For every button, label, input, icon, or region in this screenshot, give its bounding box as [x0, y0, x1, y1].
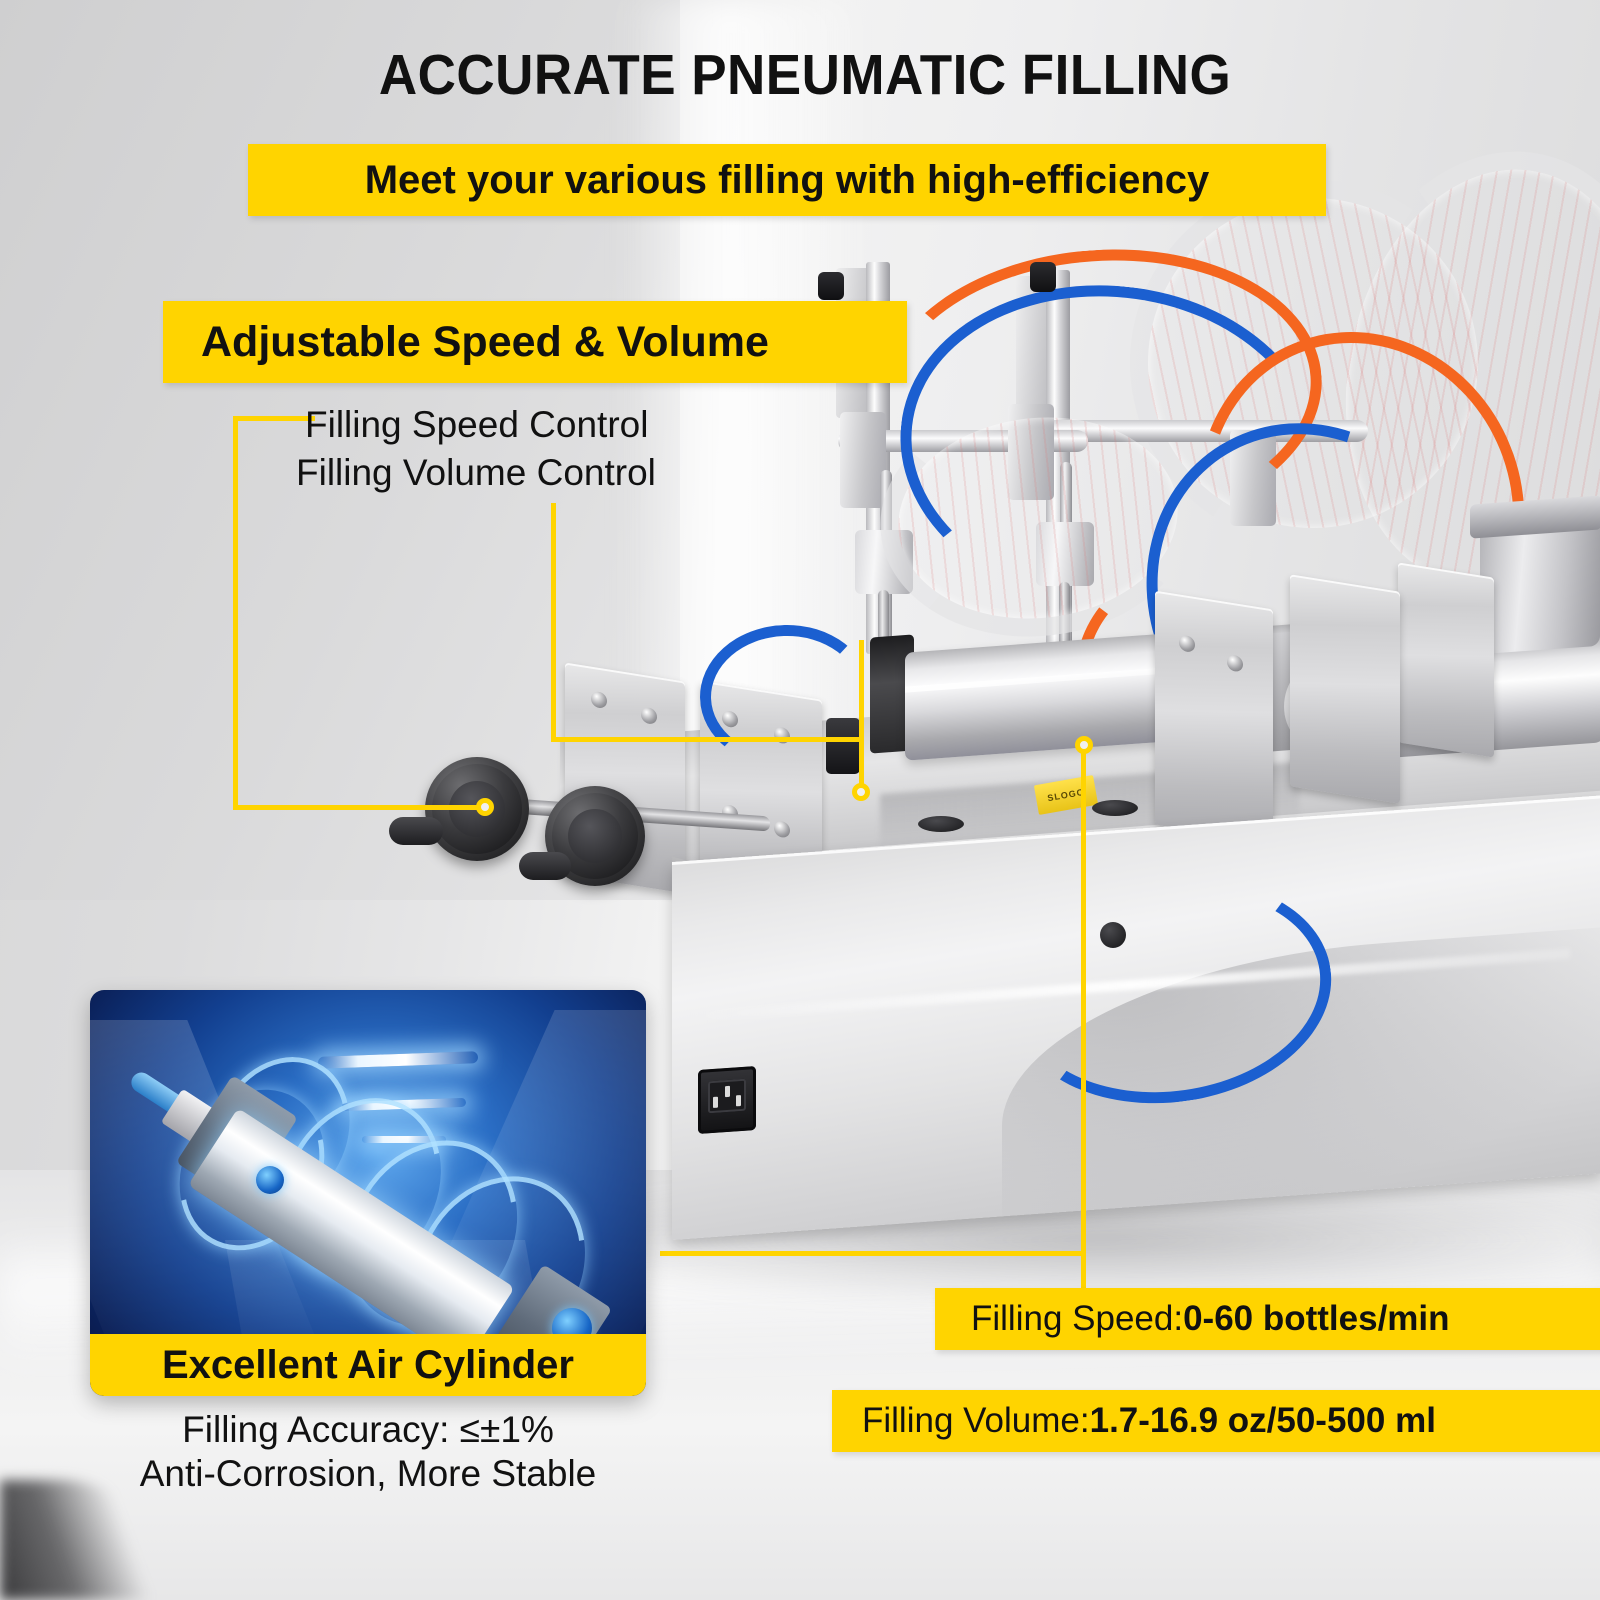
nozzle-tip-2 [1059, 582, 1070, 678]
air-cylinder-inset-image [90, 990, 646, 1396]
block-screw [1227, 654, 1243, 673]
leader-volume-drop [859, 742, 864, 790]
inset-subtext-line2: Anti-Corrosion, More Stable [139, 1453, 597, 1495]
callout-filling-speed-control: Filling Speed Control [305, 404, 649, 445]
power-inlet-opening [708, 1078, 746, 1114]
inset-caption: Excellent Air Cylinder [90, 1334, 646, 1396]
block-screw [1179, 634, 1195, 653]
knob-hub [568, 809, 622, 863]
inset-subtext-line1: Filling Accuracy: ≤±1% [182, 1409, 554, 1450]
nozzle-clamp-3 [1230, 430, 1276, 526]
nozzle-clamp-2 [1008, 404, 1054, 500]
subtitle-text: Meet your various filling with high-effi… [364, 157, 1210, 202]
leader-volume-vertical-2 [859, 640, 864, 742]
power-inlet-socket[interactable] [698, 1065, 756, 1135]
leader-volume-corner [859, 640, 864, 645]
nozzle-crossbar-2 [1018, 420, 1368, 442]
speed-adjust-knob [519, 786, 645, 886]
page-title: ACCURATE PNEUMATIC FILLING [378, 43, 1232, 107]
inset-subtext: Filling Accuracy: ≤±1% Anti-Corrosion, M… [90, 1408, 646, 1497]
spec-banner-filling-volume: Filling Volume: 1.7-16.9 oz/50-500 ml [832, 1390, 1600, 1452]
tube-fitting-black-2 [818, 272, 844, 300]
block-screw [591, 690, 607, 710]
callout-filling-volume-control: Filling Volume Control [296, 452, 656, 493]
mount-block-4 [1290, 574, 1400, 804]
feature-banner: Adjustable Speed & Volume [163, 301, 907, 383]
leader-cylinder-dot [1075, 736, 1093, 754]
filling-nozzle-1 [855, 530, 913, 594]
glow-streak [317, 1051, 479, 1069]
spec-speed-value: 0-60 bottles/min [1183, 1299, 1450, 1338]
power-pin [725, 1085, 730, 1098]
subtitle-banner: Meet your various filling with high-effi… [248, 144, 1326, 216]
spec-speed-label: Filling Speed: [971, 1299, 1184, 1338]
leader-speed-vertical [233, 416, 238, 810]
cabinet-grommet [1100, 922, 1126, 948]
machine-foot [1092, 800, 1138, 816]
knob-handle [519, 852, 571, 880]
leader-volume-vertical [551, 503, 556, 742]
power-pin [736, 1095, 741, 1107]
nozzle-clamp-1 [840, 412, 886, 508]
leader-volume-horizontal [551, 737, 864, 742]
leader-speed-dot [476, 798, 494, 816]
cylinder-inset-port-1 [256, 1166, 284, 1194]
speed-control-valve [826, 718, 860, 774]
leader-speed-horizontal-bottom [233, 805, 485, 810]
tube-fitting-black-1 [1030, 262, 1056, 292]
mount-block-5 [1398, 562, 1494, 758]
block-screw [774, 820, 790, 839]
filling-nozzle-2 [1036, 522, 1094, 586]
block-screw [641, 706, 657, 726]
power-pin [713, 1096, 718, 1108]
feature-banner-label: Adjustable Speed & Volume [201, 317, 769, 366]
air-cylinder-inset-card: Excellent Air Cylinder [90, 990, 646, 1396]
leader-cylinder-vertical [1081, 752, 1086, 1288]
leader-volume-dot [852, 783, 870, 801]
spec-volume-label: Filling Volume: [862, 1401, 1090, 1440]
background-light-band [620, 0, 860, 780]
spec-banner-filling-speed: Filling Speed: 0-60 bottles/min [935, 1288, 1600, 1350]
glow-streak [362, 1136, 446, 1143]
leader-speed-horizontal-top [233, 416, 315, 421]
leader-inset-horizontal [660, 1251, 1085, 1256]
mount-block-3 [1155, 590, 1273, 844]
spec-volume-value: 1.7-16.9 oz/50-500 ml [1089, 1401, 1436, 1440]
knob-handle [389, 817, 443, 845]
machine-foot [918, 816, 964, 832]
